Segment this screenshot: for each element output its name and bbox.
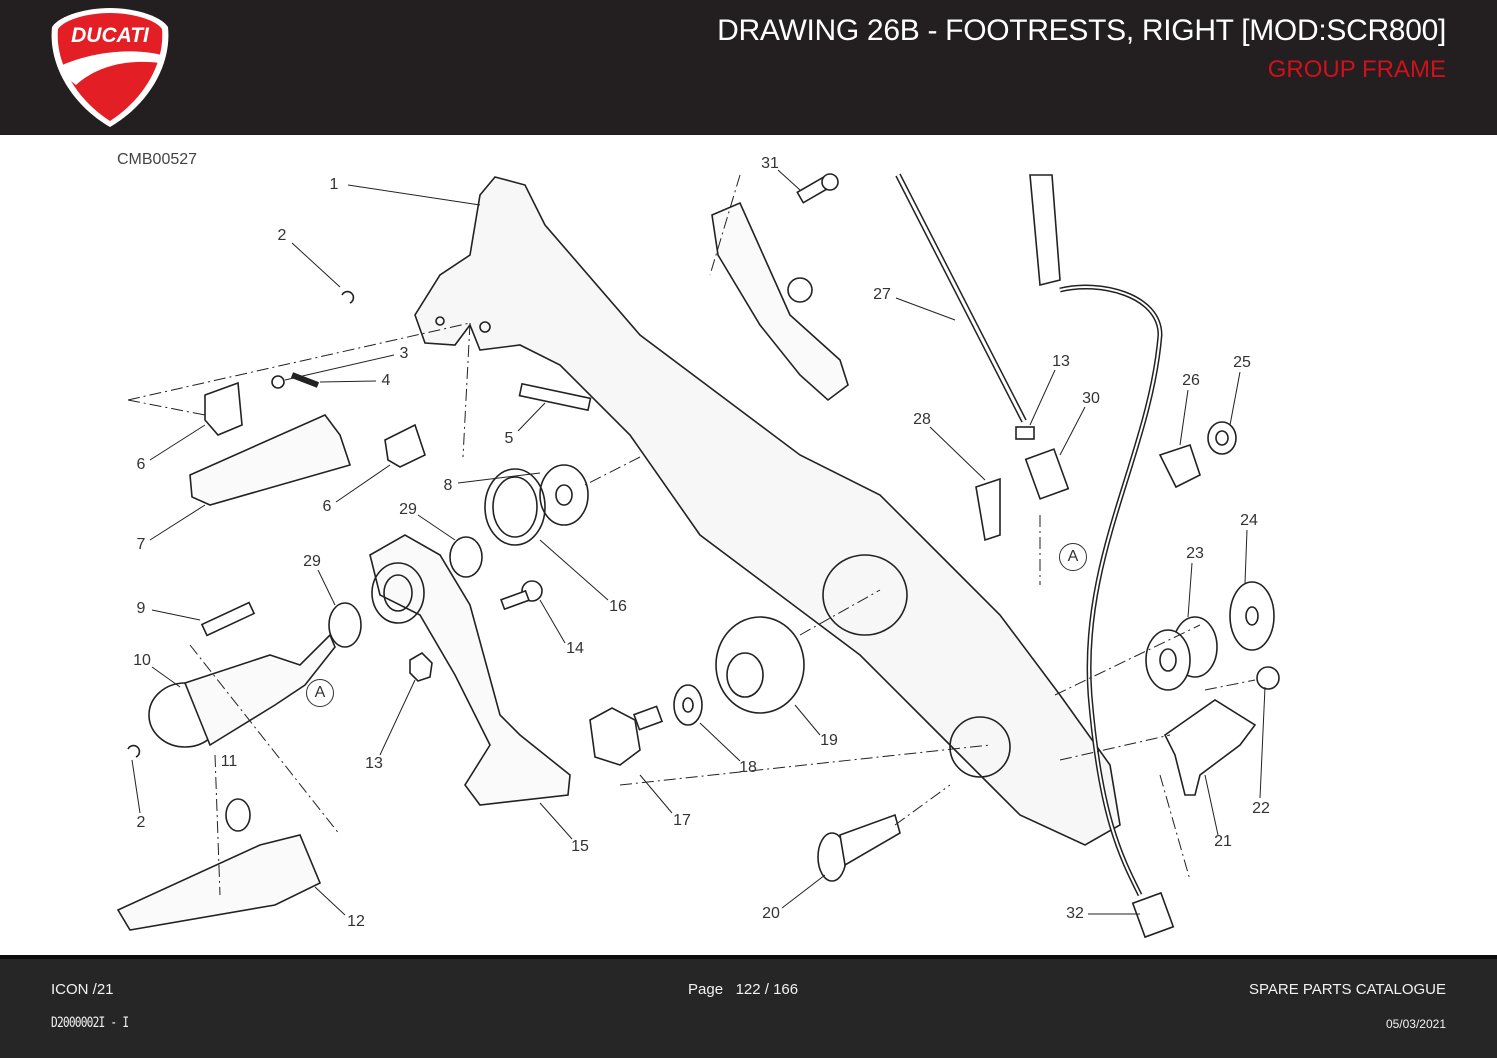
part-callout: 11 (220, 753, 238, 770)
part-callout: 29 (303, 553, 321, 570)
part-callout: 28 (913, 411, 931, 428)
part-callout: 13 (365, 755, 383, 772)
part-callout: 8 (443, 477, 453, 494)
part-callout: 30 (1082, 390, 1100, 407)
ducati-logo-icon: DUCATI (51, 8, 169, 127)
part-callout: 12 (347, 913, 365, 930)
part-callout: 19 (820, 732, 838, 749)
svg-text:DUCATI: DUCATI (71, 24, 150, 47)
part-callout: 2 (136, 814, 146, 831)
part-callout: 4 (381, 372, 391, 389)
drawing-code: CMB00527 (117, 151, 198, 168)
part-callout: 17 (673, 812, 691, 829)
part-callout: 3 (399, 345, 409, 362)
part-callout: 13 (1052, 353, 1070, 370)
part-callout: 22 (1252, 800, 1270, 817)
part-callout: 14 (566, 640, 584, 657)
part-callout: 27 (873, 286, 891, 303)
part-callout: 10 (133, 652, 151, 669)
part-callout: 18 (739, 759, 757, 776)
part-callout: 25 (1233, 354, 1251, 371)
part-callout: 1 (329, 176, 339, 193)
group-subtitle: GROUP FRAME (1267, 56, 1446, 83)
footer-icon-code: ICON /21 (51, 981, 114, 998)
page-number: 122 / 166 (735, 981, 799, 998)
page-header: DUCATI DRAWING 26B - FOOTRESTS, RIGHT [M… (0, 0, 1497, 135)
catalogue-title: SPARE PARTS CATALOGUE (1249, 981, 1446, 998)
view-reference-marker: A (1059, 543, 1087, 571)
page-label: Page (688, 981, 724, 998)
catalogue-date: 05/03/2021 (1385, 1017, 1446, 1031)
part-callout: 32 (1066, 905, 1084, 922)
part-callout: 24 (1240, 512, 1258, 529)
part-callout: 6 (322, 498, 332, 515)
page-footer: ICON /21 D2000002I - I Page 122 / 166 SP… (0, 955, 1497, 1058)
part-callout: 15 (571, 838, 589, 855)
part-callout: 31 (761, 155, 779, 172)
part-callout: 20 (762, 905, 780, 922)
part-callout: 21 (1214, 833, 1232, 850)
view-reference-marker: A (306, 679, 334, 707)
part-callout: 9 (136, 600, 146, 617)
part-callout: 26 (1182, 372, 1200, 389)
parts-illustration (116, 169, 1280, 939)
part-callout: 6 (136, 456, 146, 473)
part-callout: 16 (609, 598, 627, 615)
part-callout: 5 (504, 430, 514, 447)
page-indicator: Page 122 / 166 (688, 981, 798, 998)
part-callout: 29 (399, 501, 417, 518)
part-callout: 7 (136, 536, 146, 553)
part-callout: 2 (277, 227, 287, 244)
footer-document-code: D2000002I - I (51, 1015, 129, 1031)
part-callout: 23 (1186, 545, 1204, 562)
page-title: DRAWING 26B - FOOTRESTS, RIGHT [MOD:SCR8… (717, 14, 1446, 47)
